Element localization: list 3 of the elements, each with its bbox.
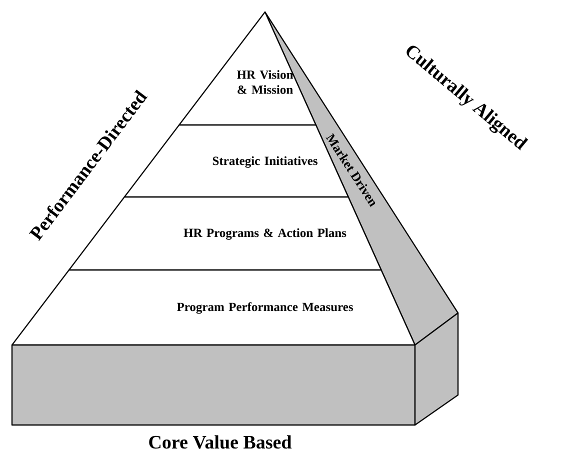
node-label: Core Value Based [149,435,292,449]
pyramid-level: Program Performance Measures [11,269,416,346]
pyramid-level: HR Vision & Mission [178,11,316,126]
